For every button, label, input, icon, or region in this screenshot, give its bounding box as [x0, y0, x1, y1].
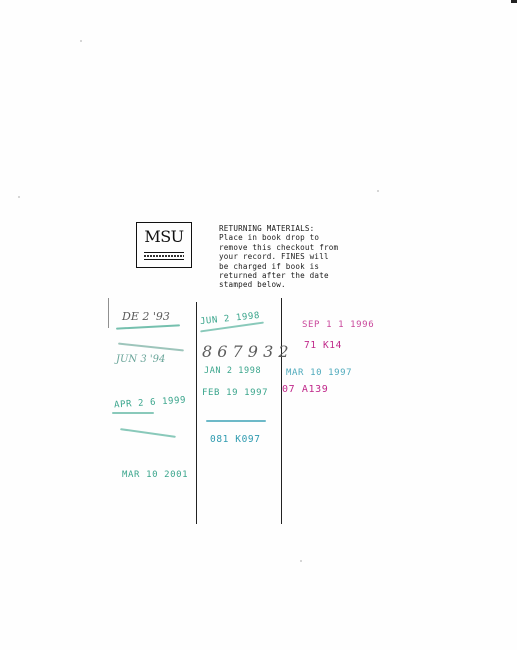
date-stamp: 081 K097	[210, 434, 261, 445]
notice-line: remove this checkout from	[219, 242, 339, 252]
strike-mark	[206, 420, 266, 422]
date-stamp: 07 A139	[282, 384, 329, 395]
date-stamp: APR 2 6 1999	[113, 395, 187, 411]
notice-line: be charged if book is	[219, 261, 320, 271]
scan-speck	[300, 560, 302, 562]
strike-mark	[118, 342, 184, 351]
grid-line-right	[281, 298, 283, 524]
scan-speck	[377, 190, 379, 192]
logo-text: MSU	[144, 227, 184, 246]
notice-line: Place in book drop to	[219, 233, 320, 243]
notice-line: RETURNING MATERIALS:	[219, 224, 315, 233]
date-stamp: 71 K14	[304, 340, 342, 351]
scan-speck	[18, 196, 20, 198]
date-stamp: MAR 10 2001	[122, 470, 189, 480]
logo-rule	[144, 252, 184, 254]
date-stamp: JAN 2 1998	[204, 366, 262, 376]
logo-subtitle-mark	[144, 254, 184, 260]
grid-line-left	[108, 298, 110, 328]
strike-mark	[116, 324, 180, 330]
returning-materials-notice: RETURNING MATERIALS: Place in book drop …	[219, 224, 359, 290]
handwritten-number: 8 6 7 9 3 2	[202, 342, 289, 361]
notice-line: returned after the date	[219, 270, 329, 280]
date-stamp: JUN 3 '94	[116, 354, 166, 365]
date-stamp: SEP 1 1 1996	[302, 320, 375, 330]
date-stamp: MAR 10 1997	[286, 368, 353, 378]
grid-line-middle	[196, 302, 198, 524]
scan-corner-mark	[511, 0, 517, 3]
scan-speck	[80, 40, 82, 42]
notice-line: your record. FINES will	[219, 252, 329, 262]
date-stamp: DE 2 '93	[122, 310, 170, 323]
strike-mark	[112, 412, 154, 414]
date-stamp: FEB 19 1997	[202, 388, 269, 398]
msu-libraries-logo: MSU	[136, 222, 192, 268]
notice-line: stamped below.	[219, 280, 286, 290]
strike-mark	[120, 428, 176, 438]
